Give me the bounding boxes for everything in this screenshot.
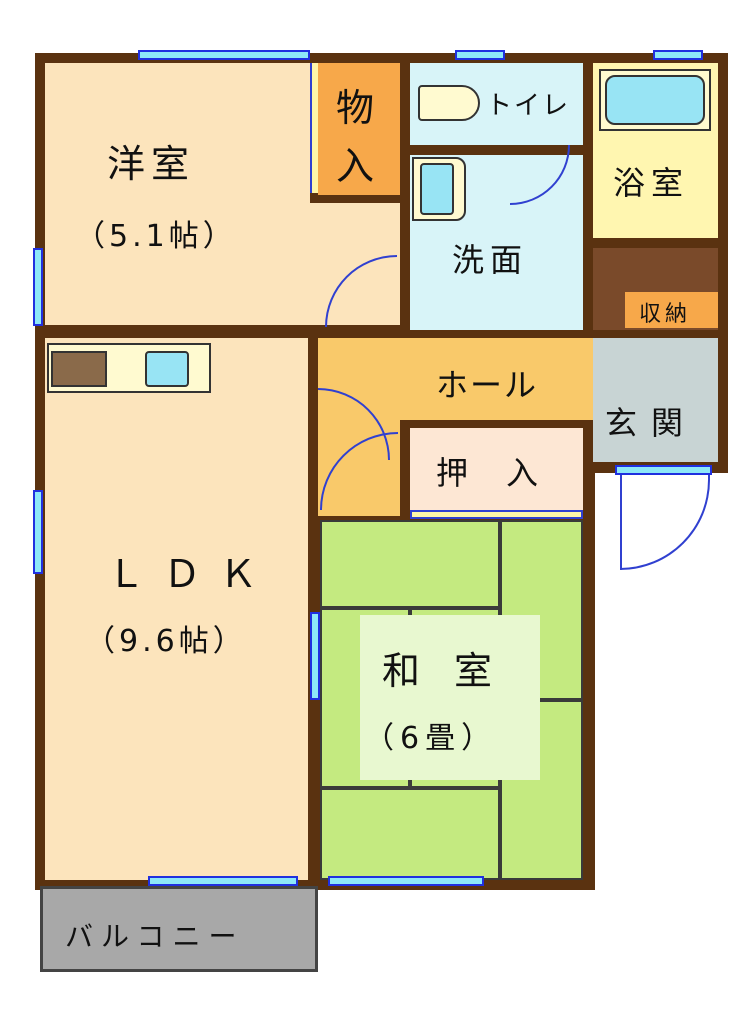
entrance-window — [615, 465, 712, 475]
entrance-label: 玄関 — [605, 404, 698, 442]
toilet: トイレ — [410, 63, 583, 145]
ldk-size: （9.6帖） — [85, 624, 247, 659]
closet: 収納 — [625, 292, 718, 328]
bathroom-label: 浴室 — [613, 164, 690, 202]
western-room: 洋室 （5.1帖） — [45, 63, 310, 325]
oshiire-sliding-door[interactable] — [410, 510, 583, 519]
window — [148, 876, 298, 886]
balcony: バルコニー — [40, 886, 318, 972]
western-room-name: 洋室 — [107, 142, 196, 186]
washroom-label: 洗面 — [452, 241, 529, 279]
front-door[interactable] — [620, 475, 710, 570]
tatami-mat — [320, 788, 500, 880]
bathroom: 浴室 — [593, 63, 718, 238]
sink-icon — [145, 351, 189, 387]
storage-label-2: 入 — [336, 144, 381, 188]
bathtub-basin — [605, 75, 705, 125]
washbasin-icon — [412, 157, 466, 221]
window — [455, 50, 505, 60]
toilet-bowl-icon — [418, 85, 480, 121]
storage-door[interactable] — [310, 63, 318, 193]
window — [653, 50, 703, 60]
tatami-mat — [320, 520, 500, 608]
western-room-size: （5.1帖） — [75, 219, 237, 254]
japanese-room-size: （6畳） — [364, 721, 498, 756]
window — [33, 248, 43, 326]
ldk-label: ＬＤＫ — [107, 552, 276, 596]
storage: 物 入 — [318, 63, 400, 195]
bathtub-icon — [599, 69, 711, 131]
japanese-room-label-box: 和室 （6畳） — [360, 615, 540, 780]
kitchen-counter — [47, 343, 211, 393]
ldk: ＬＤＫ （9.6帖） — [45, 338, 308, 880]
entrance: 玄関 — [593, 338, 718, 462]
stove-icon — [51, 351, 107, 387]
balcony-label: バルコニー — [65, 920, 245, 953]
toilet-label: トイレ — [486, 91, 571, 121]
window — [138, 50, 310, 60]
washroom: 洗面 — [410, 145, 583, 330]
japanese-room-name: 和室 — [382, 649, 527, 693]
oshiire-label: 押入 — [436, 454, 577, 492]
storage-label-1: 物 — [336, 86, 381, 130]
washbasin-bowl — [420, 163, 454, 215]
washroom-door[interactable] — [510, 145, 570, 205]
window — [310, 612, 320, 700]
closet-label: 収納 — [639, 302, 692, 327]
window — [328, 876, 484, 886]
japanese-room: 和室 （6畳） — [320, 520, 583, 880]
oshiire: 押入 — [410, 428, 583, 510]
hall-label: ホール — [436, 366, 539, 404]
window — [33, 490, 43, 574]
